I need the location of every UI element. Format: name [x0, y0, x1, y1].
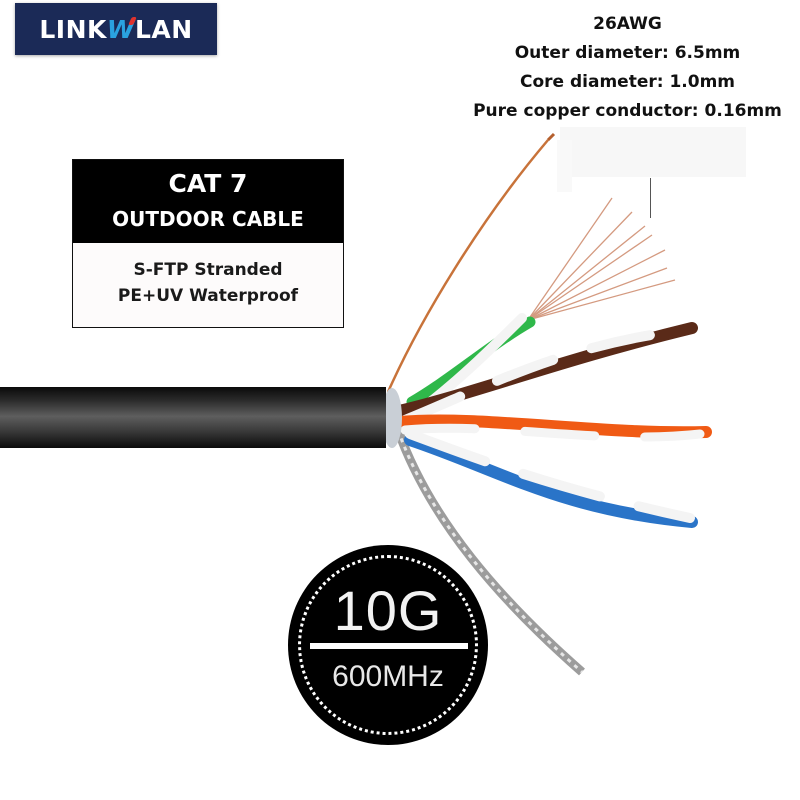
badge-frequency: 600MHz	[332, 660, 444, 693]
spec-panel	[560, 127, 746, 177]
logo-text: LINKWLAN	[39, 15, 192, 44]
spec-leader-line	[650, 178, 651, 218]
product-label-box: CAT 7 OUTDOOR CABLE S-FTP Stranded PE+UV…	[72, 159, 344, 328]
spec-outer-diameter: Outer diameter: 6.5mm	[514, 43, 741, 63]
logo-mark: W	[106, 14, 135, 44]
cable-jacket	[0, 387, 386, 448]
drain-wire	[386, 139, 549, 393]
logo-prefix: LINK	[39, 14, 107, 44]
badge-dotted-ring	[298, 555, 478, 735]
logo-suffix: LAN	[134, 14, 193, 44]
spec-core-diameter: Core diameter: 1.0mm	[520, 72, 735, 92]
feature-shielding: S-FTP Stranded	[133, 260, 283, 280]
product-title: CAT 7	[168, 169, 248, 198]
badge-speed: 10G	[333, 579, 443, 642]
speed-badge: 10G 600MHz	[288, 545, 488, 745]
pair-orange	[394, 414, 712, 439]
spec-list: 26AWG Outer diameter: 6.5mm Core diamete…	[460, 10, 795, 126]
foil-shield	[382, 388, 402, 448]
product-label-header: CAT 7 OUTDOOR CABLE	[73, 160, 343, 243]
badge-divider	[310, 643, 468, 649]
spec-panel-tab	[557, 140, 572, 192]
pair-blue	[404, 434, 698, 528]
product-subtitle: OUTDOOR CABLE	[112, 207, 304, 231]
product-features: S-FTP Stranded PE+UV Waterproof	[73, 243, 343, 327]
copper-strands	[527, 197, 676, 321]
feature-waterproof: PE+UV Waterproof	[117, 286, 299, 306]
spec-gauge: 26AWG	[593, 14, 662, 34]
brand-logo: LINKWLAN	[15, 3, 217, 55]
spec-conductor: Pure copper conductor: 0.16mm	[473, 101, 782, 121]
